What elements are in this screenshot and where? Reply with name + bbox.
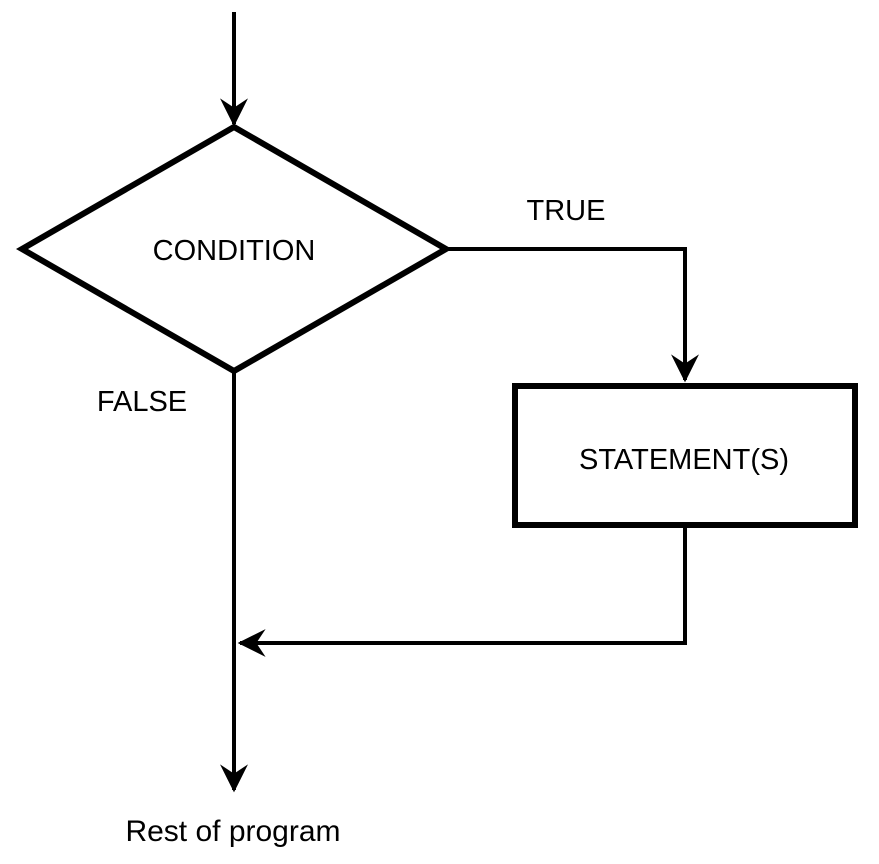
statements-label: STATEMENT(S) — [579, 444, 789, 476]
return-connector — [237, 528, 687, 657]
condition-label: CONDITION — [153, 235, 316, 267]
true-label: TRUE — [527, 195, 606, 227]
statements-box — [512, 383, 858, 528]
rest-of-program-label: Rest of program — [125, 815, 340, 848]
false-label: FALSE — [97, 386, 187, 418]
true-branch-connector — [446, 247, 699, 383]
